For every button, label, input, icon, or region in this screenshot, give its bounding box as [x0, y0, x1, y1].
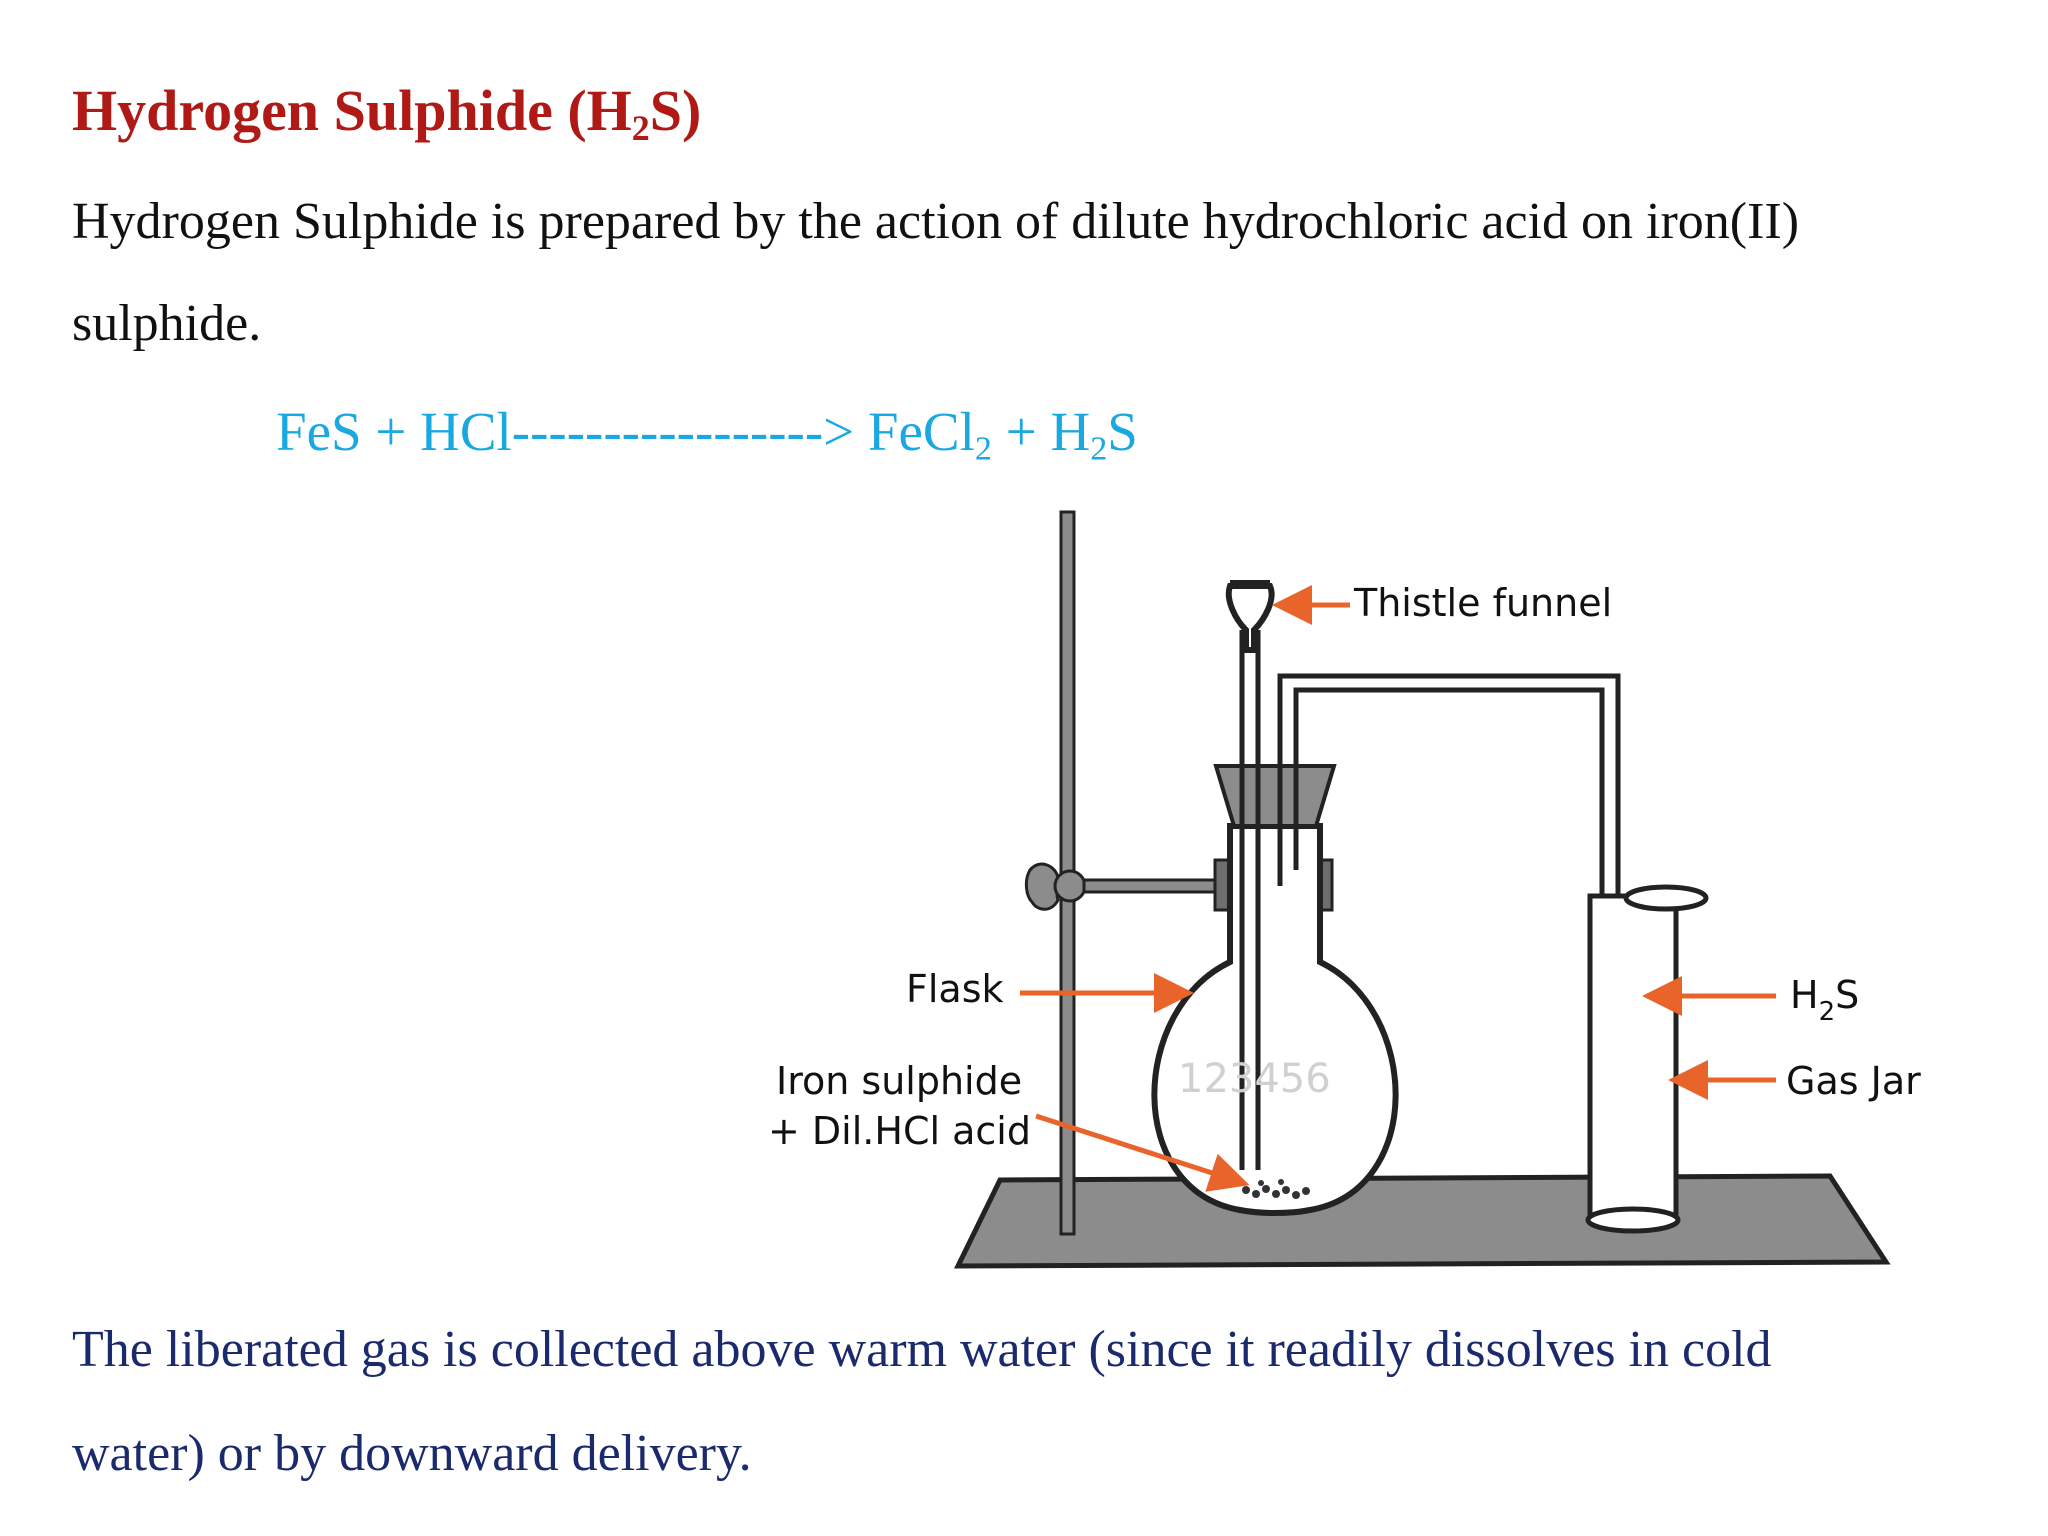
flask	[1151, 823, 1399, 1216]
gas-jar	[1585, 884, 1709, 1234]
stopper	[1213, 764, 1337, 828]
iron-sulphide-pieces	[1242, 1179, 1310, 1199]
gas-jar-label: Gas Jar	[1786, 1059, 1921, 1103]
h2s-label: H2S	[1790, 973, 1859, 1027]
thistle-funnel-label: Thistle funnel	[1353, 581, 1612, 625]
reaction-equation: FeS + HCl-----------------> FeCl2 + H2S	[276, 401, 1138, 468]
page-title: Hydrogen Sulphide (H2S)	[72, 78, 702, 149]
closing-line-1: The liberated gas is collected above war…	[72, 1321, 1772, 1378]
intro-line-2: sulphide.	[72, 295, 262, 352]
iron-sulphide-arrow	[1035, 1113, 1250, 1192]
iron-sulphide-label-1: Iron sulphide	[776, 1059, 1022, 1103]
iron-sulphide-label-2: + Dil.HCl acid	[768, 1109, 1031, 1153]
flask-label: Flask	[906, 967, 1004, 1011]
thistle-funnel	[1225, 580, 1275, 1170]
intro-line-1: Hydrogen Sulphide is prepared by the act…	[72, 193, 1800, 250]
stand-base	[953, 1173, 1891, 1269]
watermark: 123456	[1178, 1056, 1331, 1102]
closing-line-2: water) or by downward delivery.	[72, 1425, 752, 1482]
